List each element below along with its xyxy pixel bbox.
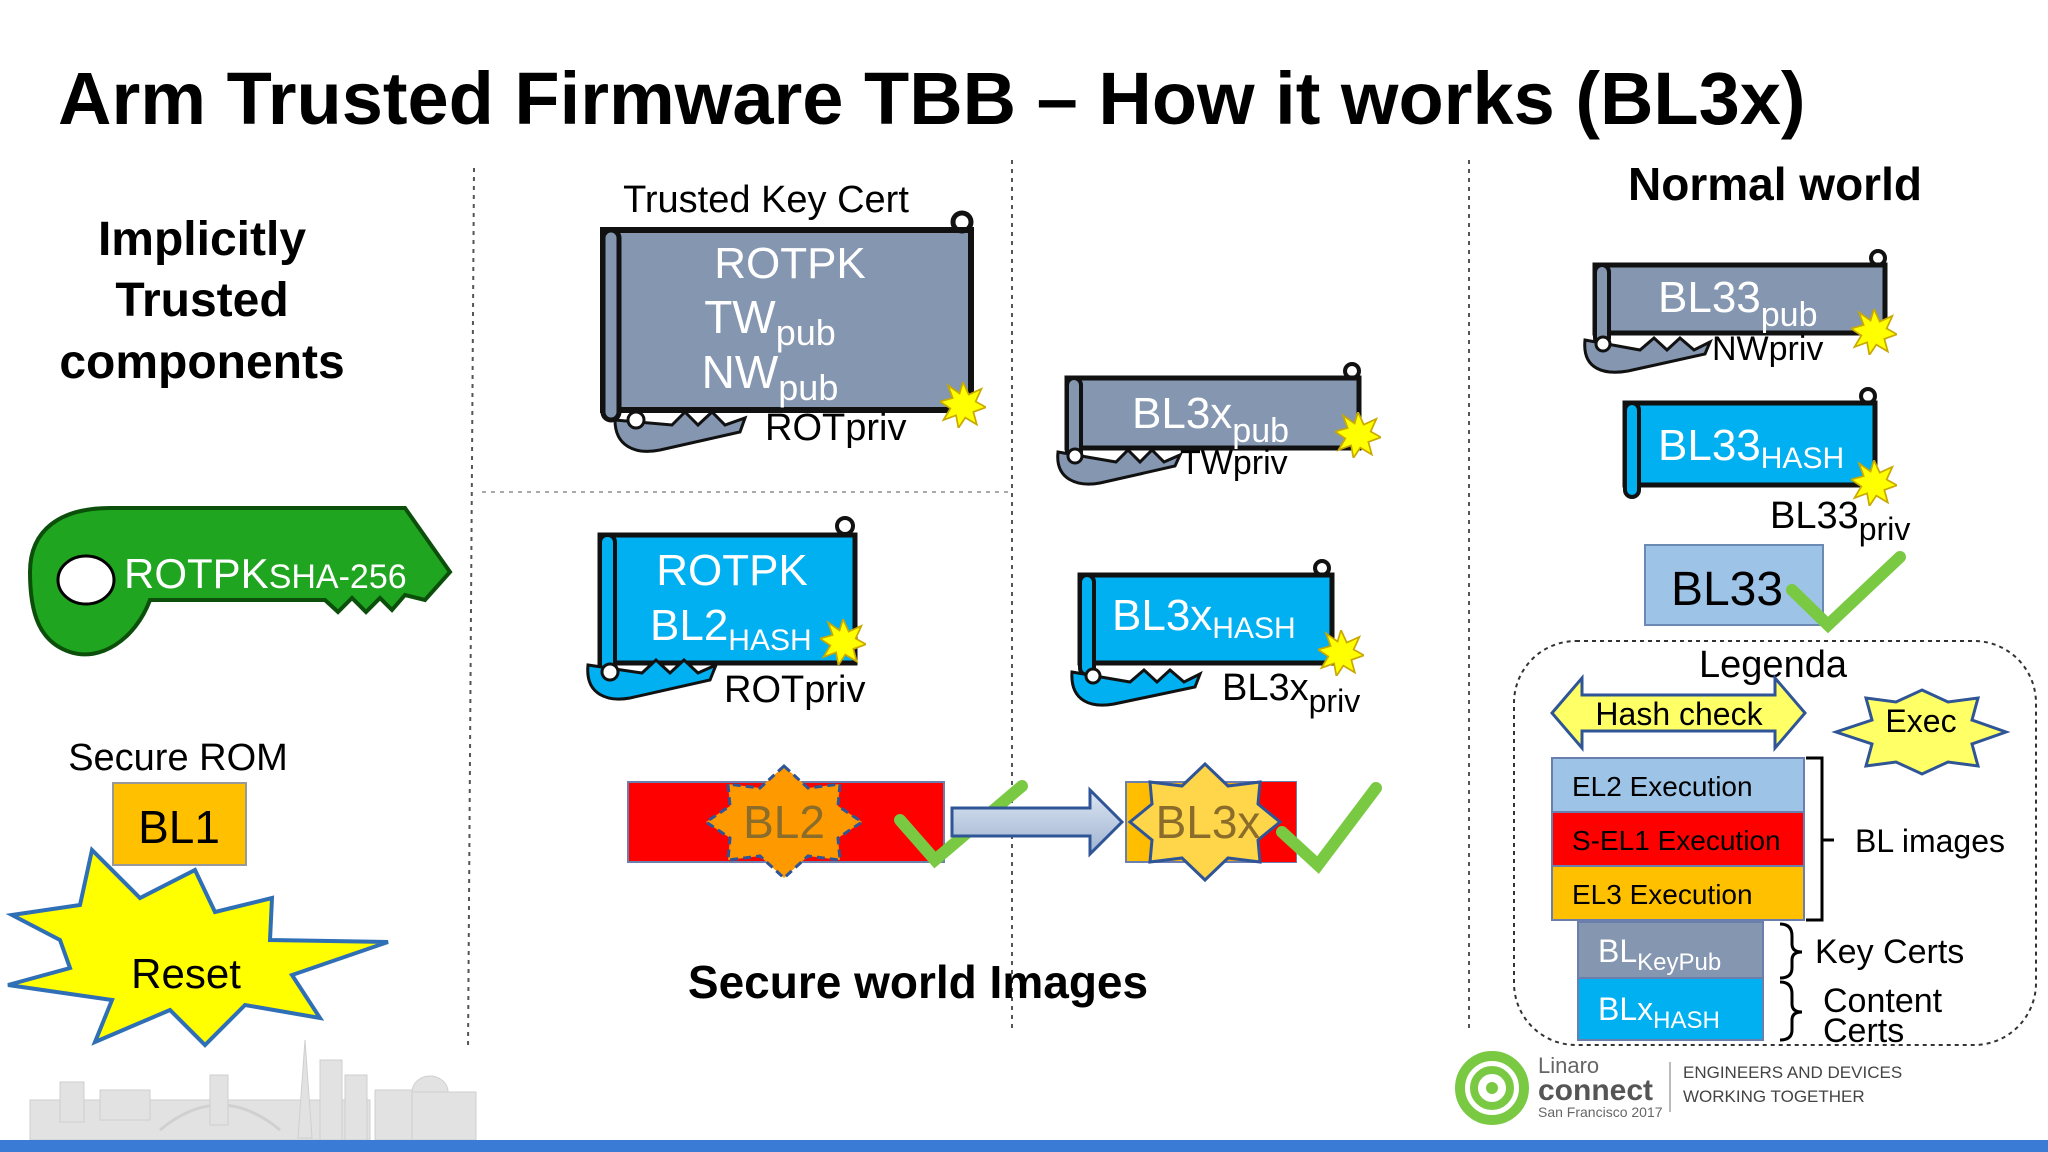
tagline-line2: WORKING TOGETHER [1683, 1087, 1865, 1106]
legend-keypub-row [1577, 921, 1764, 979]
legend-el2-row [1551, 757, 1805, 813]
reset-label: Reset [131, 950, 241, 997]
bl2-exec-burst [703, 763, 865, 881]
bl3x-image-label: BL3x [1156, 796, 1261, 848]
legend-content-certs-brace [1779, 980, 1803, 1042]
legend-exec-label: Exec [1885, 703, 1956, 739]
bl33-content-cert-scroll [1622, 387, 1878, 499]
bl3x-content-cert-key-label: BL3xpriv [1222, 667, 1360, 719]
legend-exec-burst [1831, 688, 2011, 776]
bl3x-content-cert-label: BL3xHASH [1112, 591, 1296, 645]
bl1-label: BL1 [138, 801, 220, 853]
legend-content-certs-label-line1: Content [1823, 982, 1943, 1020]
linaro-wordmark: Linaro [1538, 1053, 1599, 1078]
legend-hash-row [1577, 977, 1764, 1041]
legend-key-certs-label: Key Certs [1815, 933, 1964, 971]
legend-key-certs-brace [1779, 922, 1803, 980]
bl33-content-cert-label: BL33HASH [1658, 421, 1844, 475]
bl3x-key-cert-scroll [1056, 362, 1362, 486]
event-label: San Francisco 2017 [1538, 1104, 1663, 1120]
bl2-cert-rotpk: ROTPK [656, 546, 808, 595]
legend-el2-label: EL2 Execution [1572, 771, 1753, 802]
bl2-cert-key-label: ROTpriv [724, 669, 865, 711]
bl33-check-icon [1786, 551, 1906, 634]
slide-title: Arm Trusted Firmware TBB – How it works … [58, 57, 1806, 140]
trusted-key-cert-twpub: TWpub [704, 291, 836, 353]
bl3x-exec-burst [1127, 761, 1283, 883]
legend-frame [1513, 640, 2037, 1046]
rotpk-key-label: ROTPKSHA-256 [124, 550, 407, 597]
implicitly-trusted-heading-line2: Trusted [115, 274, 288, 327]
bl2-image-label: BL2 [743, 796, 825, 848]
trusted-key-cert-key-label: ROTpriv [765, 407, 906, 449]
tagline-line1: ENGINEERS AND DEVICES [1683, 1063, 1902, 1082]
legend-bl-images-label: BL images [1855, 823, 2005, 859]
trusted-key-cert-scroll [600, 210, 974, 453]
legend-keypub-label: BLKeyPub [1598, 933, 1721, 976]
reset-burst-icon [5, 845, 389, 1048]
secure-world-images-label: Secure world Images [688, 956, 1148, 1008]
trusted-key-cert-nwpub: NWpub [702, 346, 839, 408]
bl3x-key-cert-label: BL3xpub [1132, 389, 1289, 450]
linaro-connect-logo [1455, 1051, 1529, 1125]
trusted-key-cert-caption: Trusted Key Cert [623, 179, 909, 221]
legend-content-certs-label-line2: Certs [1823, 1012, 1904, 1050]
bl3x-key-cert-key-label: TWpriv [1180, 444, 1288, 482]
implicitly-trusted-heading-line1: Implicitly [98, 213, 306, 266]
bl1-box [112, 782, 247, 866]
legend-hash-label: BLxHASH [1598, 991, 1720, 1034]
bl33-key-cert-label: BL33pub [1658, 273, 1818, 334]
rotpk-sha256-key-icon [27, 506, 453, 657]
hash-check-arrow [950, 786, 1125, 858]
column-separators [467, 160, 1470, 1051]
legend-bl-images-brace [1806, 756, 1834, 922]
bl33-key-cert-scroll [1583, 249, 1888, 374]
legend-hash-check-arrow [1550, 673, 1807, 753]
legend-hash-check-label: Hash check [1595, 696, 1763, 732]
bl2-content-cert-scroll [586, 516, 858, 701]
normal-world-heading: Normal world [1628, 158, 1922, 210]
footer-bar [0, 1140, 2048, 1152]
bl33-image-label: BL33 [1671, 563, 1783, 616]
trusted-key-cert-rotpk: ROTPK [714, 239, 866, 288]
city-skyline-decoration [29, 1039, 477, 1141]
bl33-content-cert-key-label: BL33priv [1770, 495, 1910, 547]
bl3x-content-cert-scroll [1070, 559, 1335, 707]
legend-title: Legenda [1699, 644, 1848, 686]
legend-el3-label: EL3 Execution [1572, 879, 1753, 910]
bl3x-check-icon [1276, 782, 1382, 874]
bl33-key-cert-key-label: NWpriv [1712, 330, 1823, 368]
implicitly-trusted-heading-line3: components [59, 336, 344, 389]
connect-wordmark: connect [1538, 1074, 1653, 1107]
legend-el3-row [1551, 865, 1805, 921]
secure-rom-label: Secure ROM [68, 737, 288, 779]
legend-sel1-row [1551, 811, 1805, 867]
legend-sel1-label: S-EL1 Execution [1572, 825, 1781, 856]
bl2-cert-hash: BL2HASH [650, 601, 812, 657]
